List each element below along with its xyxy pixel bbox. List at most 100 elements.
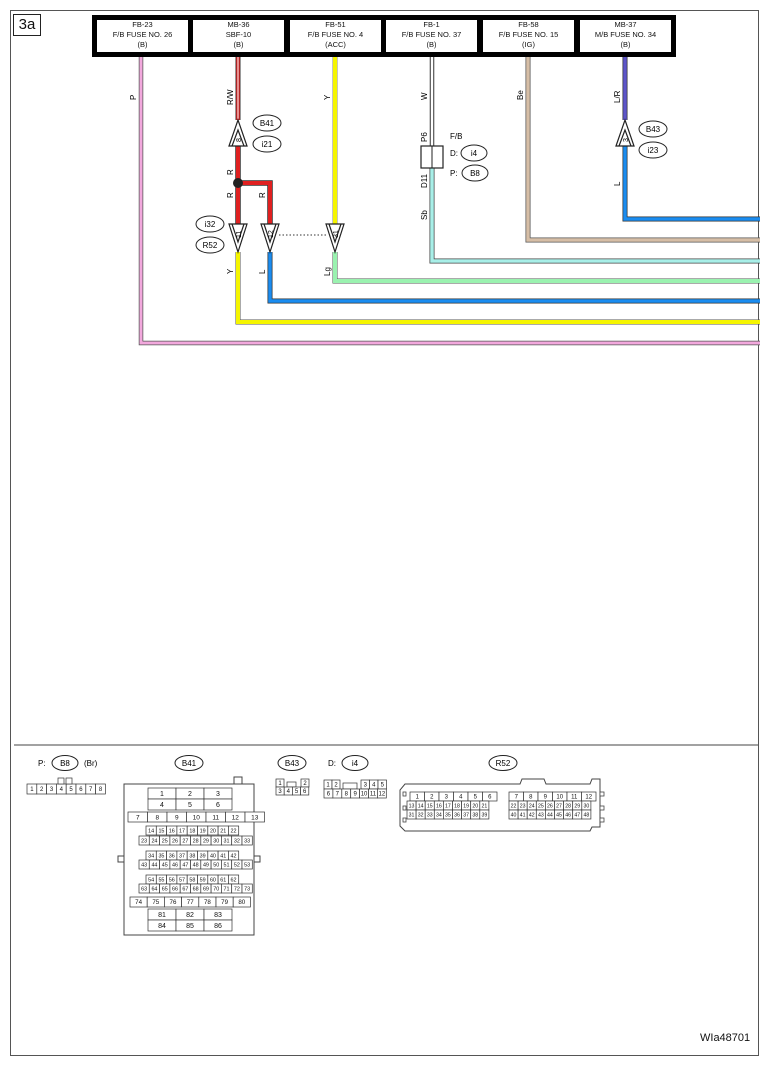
- callout-fb-b8-text: B8: [470, 169, 480, 178]
- legend-callout-b8: B8: [51, 755, 79, 771]
- r52-side-notches: [402, 791, 605, 823]
- fuse-name: F/B FUSE NO. 26: [112, 30, 173, 39]
- fb-pin-bottom-label: D11: [420, 173, 429, 188]
- legend-callout-b43: B43: [277, 755, 307, 771]
- fuse-id: MB-36: [227, 20, 250, 29]
- pin-number: 2: [303, 781, 307, 787]
- pin-number: 37: [179, 853, 185, 859]
- pin-number: 27: [182, 838, 188, 844]
- pin-number: 62: [231, 877, 237, 883]
- pin-number: 13: [251, 814, 259, 821]
- fb-pin-top-label: P6: [420, 132, 429, 142]
- callout-b41-text: B41: [260, 119, 275, 128]
- pin-number: 10: [361, 792, 368, 798]
- pin-number: 2: [40, 787, 44, 793]
- wire-sky-blue-outline: [429, 168, 760, 264]
- pin-number: 82: [186, 912, 194, 919]
- pin-number: 24: [151, 838, 157, 844]
- callout-i21: i21: [252, 135, 282, 153]
- pin-cell: [342, 782, 358, 790]
- pin-number: 5: [69, 787, 73, 793]
- pin-number: 6: [327, 792, 331, 798]
- pin-number: 42: [231, 853, 237, 859]
- wire-label-lr: L/R: [613, 90, 622, 103]
- legend-callout-r52: R52: [488, 755, 518, 771]
- pin-number: 11: [571, 795, 578, 801]
- pin-number: 2: [430, 795, 434, 801]
- pin-number: 33: [427, 812, 433, 818]
- fuse-name: M/B FUSE NO. 34: [594, 30, 657, 39]
- pin-number: 10: [556, 795, 563, 801]
- pin-number: 6: [216, 802, 220, 809]
- pin-number: 25: [538, 803, 544, 809]
- pin-number: 5: [188, 802, 192, 809]
- legend-callout-i4: i4: [341, 755, 369, 771]
- wire-label-white: W: [420, 92, 429, 100]
- pin-number: 45: [162, 862, 168, 868]
- legend-callout-b41-text: B41: [182, 759, 197, 768]
- pin-number: 7: [136, 814, 140, 821]
- b41-latch-top: [233, 776, 243, 785]
- pin-number: 7: [336, 792, 340, 798]
- pin-number: 86: [214, 923, 222, 930]
- wire-red-branch-outline: [238, 180, 273, 224]
- fuse-id: FB-1: [423, 20, 440, 29]
- pin-number: 8: [155, 814, 159, 821]
- legend-callout-r52-text: R52: [496, 759, 511, 768]
- pin-cell: [482, 791, 498, 802]
- pin-number: 3: [364, 783, 368, 789]
- wire-label-pink: P: [129, 95, 138, 100]
- pin-number: 41: [520, 812, 526, 818]
- pin-number: 73: [244, 886, 250, 892]
- fuse-name: F/B FUSE NO. 4: [307, 30, 364, 39]
- callout-r52: R52: [195, 236, 225, 254]
- pin-number: 17: [445, 803, 451, 809]
- pin-number: 70: [213, 886, 219, 892]
- pin-cell: [232, 896, 251, 908]
- pin-number: 7: [515, 795, 519, 801]
- pin-number: 13: [409, 803, 415, 809]
- pin-number: 58: [189, 877, 195, 883]
- splice-point: [233, 178, 243, 188]
- pin-number: 46: [565, 812, 571, 818]
- b41-side-tab-left: [117, 855, 125, 863]
- wire-label-yellow-bottom: Y: [226, 268, 235, 274]
- pin-number: 4: [60, 787, 64, 793]
- pin-number: 18: [454, 803, 460, 809]
- pin-number: 5: [381, 783, 385, 789]
- diagram-frame: [10, 10, 759, 1056]
- pin-number: 5: [474, 795, 478, 801]
- pin-number: 76: [170, 899, 177, 906]
- wire-label-light-green: Lg: [323, 267, 332, 276]
- legend-callout-b8-text: B8: [60, 759, 70, 768]
- pin-number: 32: [234, 838, 240, 844]
- pin-number: 36: [454, 812, 460, 818]
- pin-number: 24: [529, 803, 535, 809]
- pin-number: 37: [463, 812, 469, 818]
- pin-number: 17: [179, 828, 185, 834]
- pin-number: 27: [556, 803, 562, 809]
- pin-number: 31: [409, 812, 415, 818]
- pin-number: 51: [224, 862, 230, 868]
- wire-blue-right: [623, 146, 760, 221]
- wire-label-red-1: R: [226, 169, 235, 175]
- pin-number: 11: [212, 814, 219, 821]
- pin-cell: [479, 809, 490, 820]
- pin-cell: [244, 811, 265, 823]
- pin-number: 28: [565, 803, 571, 809]
- pin-number: 50: [213, 862, 219, 868]
- diagram-id: WIa48701: [700, 1032, 751, 1044]
- wire-red-branch: [238, 181, 272, 224]
- pin-number: 26: [172, 838, 178, 844]
- pin-number: 52: [234, 862, 240, 868]
- fuse-box-fb-58: FB-58 F/B FUSE NO. 15 (IG): [483, 20, 574, 52]
- wire-label-blue-mid: L: [258, 269, 267, 274]
- fuse-name: F/B FUSE NO. 37: [401, 30, 462, 39]
- wire-pink: [139, 57, 760, 345]
- fuse-note: (B): [137, 40, 148, 49]
- pin-number: 61: [220, 877, 226, 883]
- pin-number: 14: [148, 828, 154, 834]
